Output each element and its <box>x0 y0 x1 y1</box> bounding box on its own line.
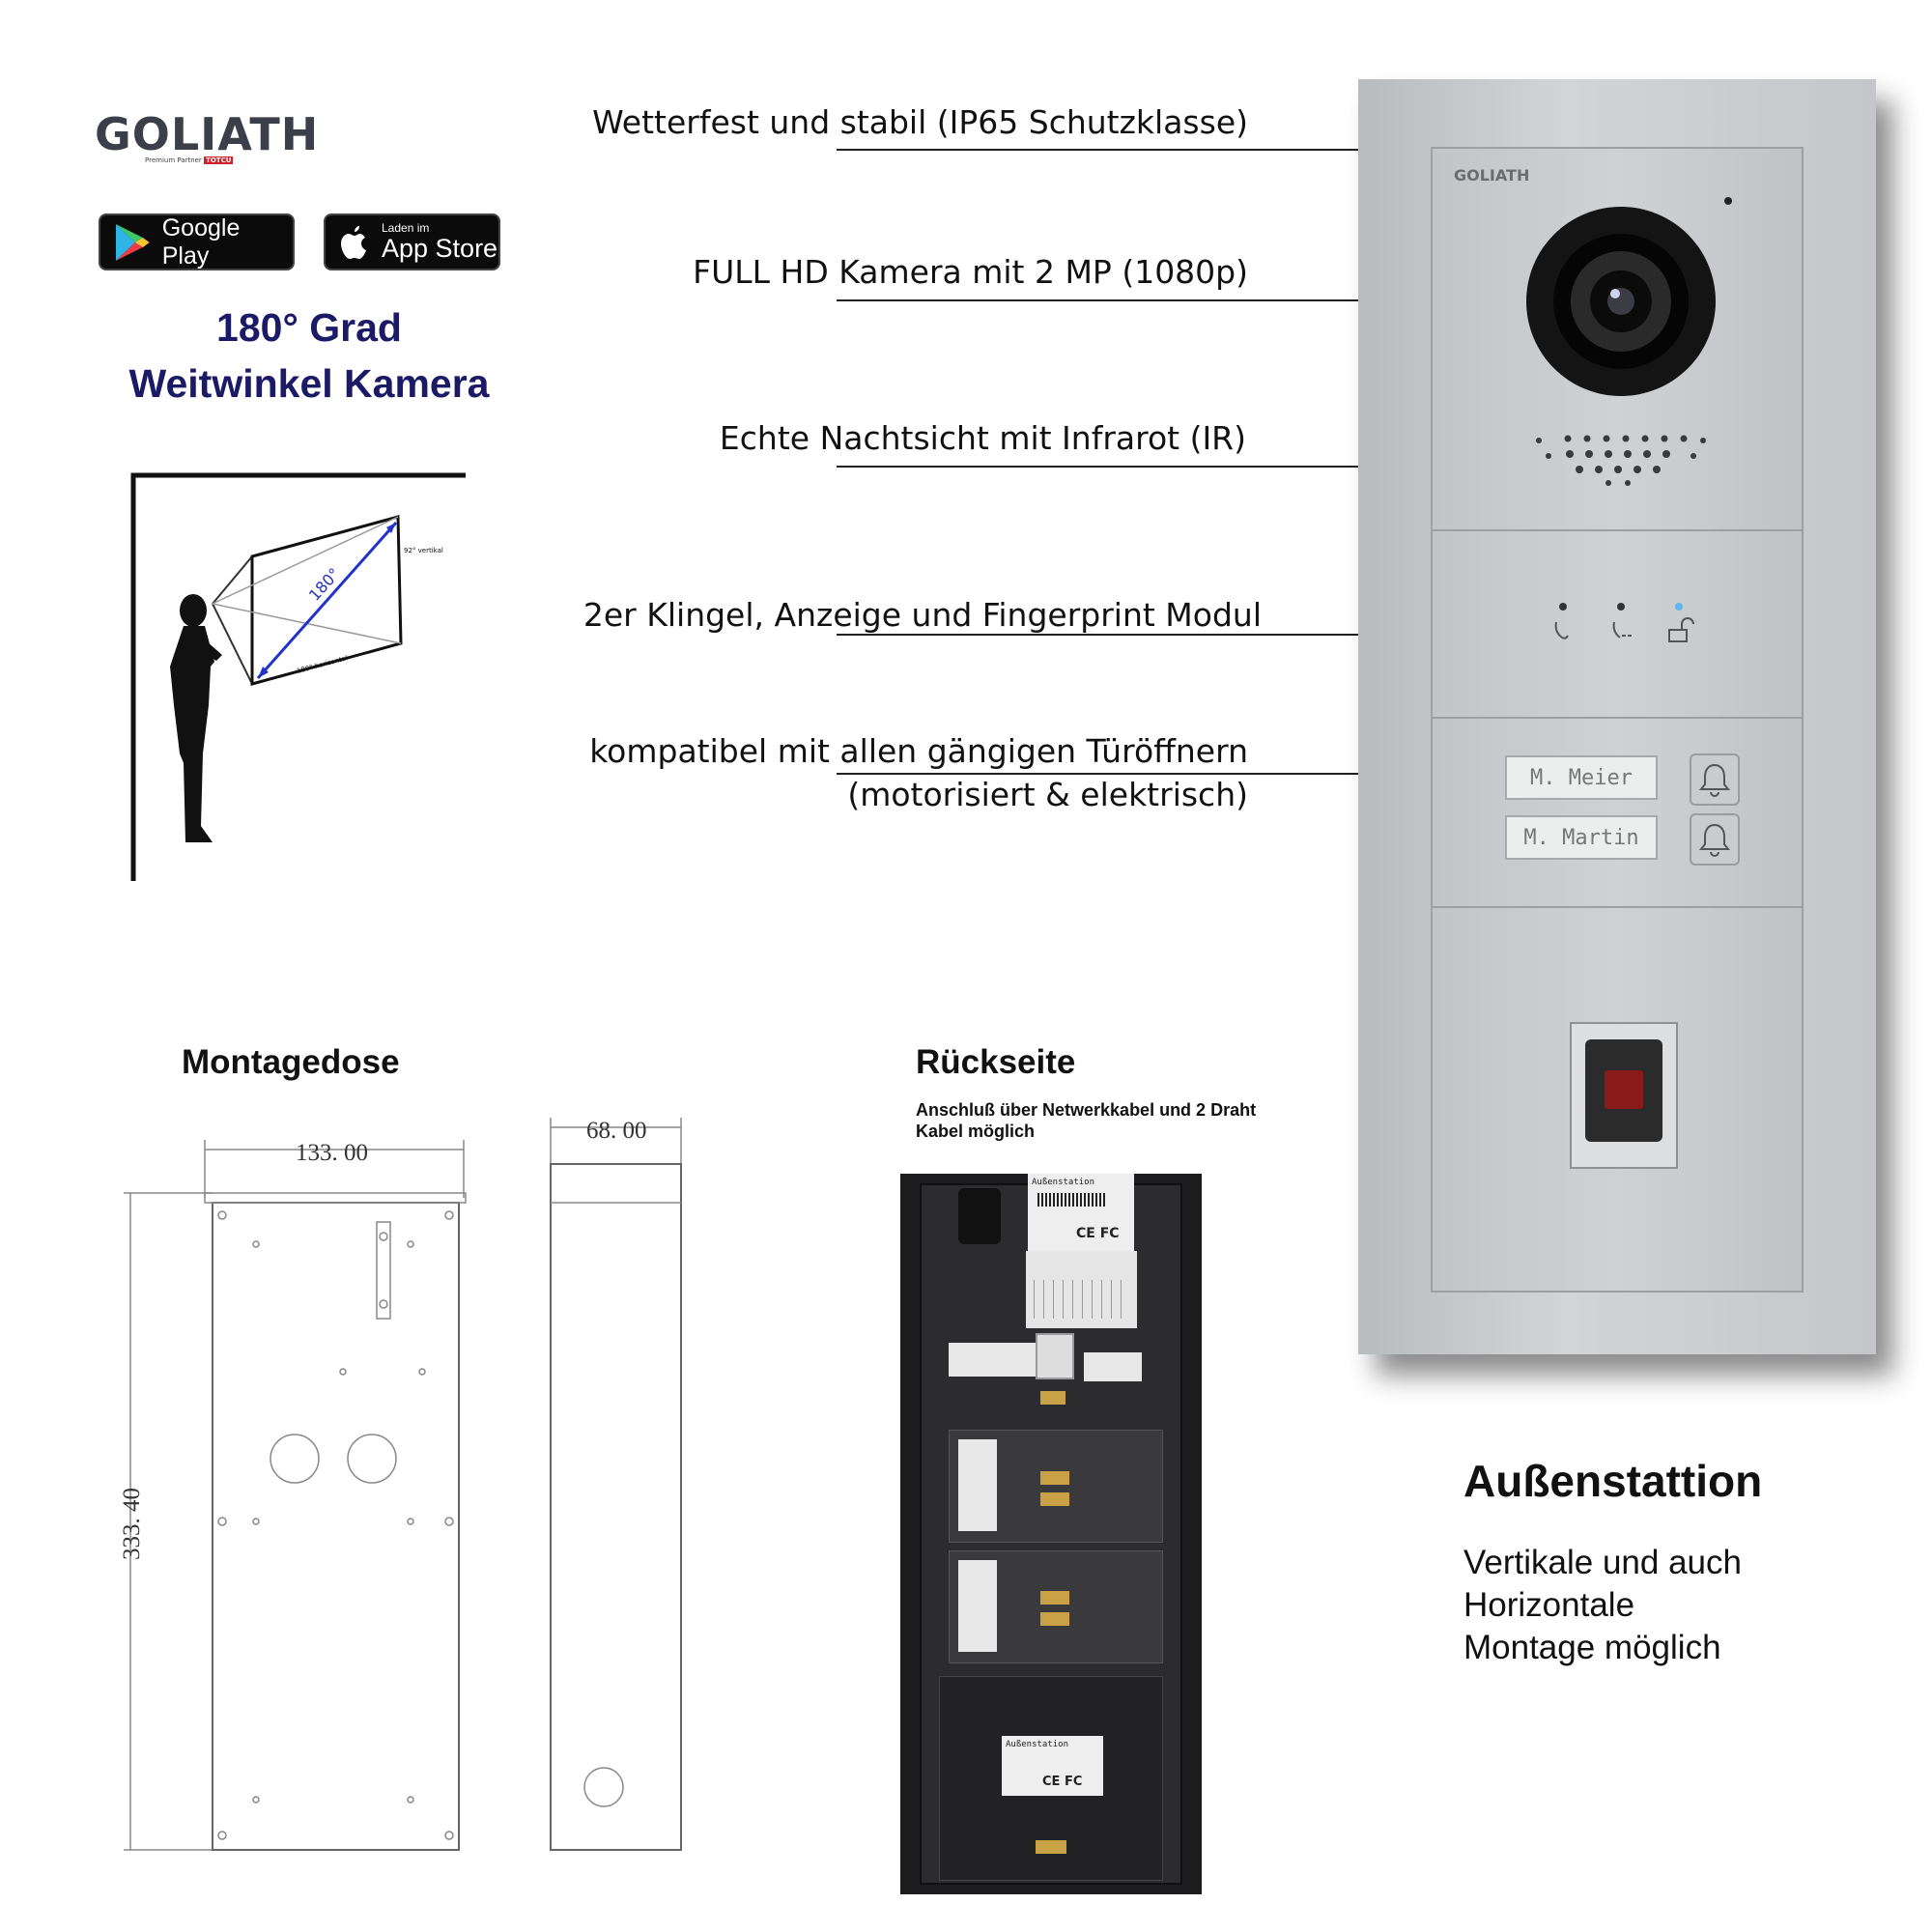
terminal-left <box>949 1343 1036 1377</box>
view-angle-diagram: 180° 92° vertikal 180° horizontal <box>130 472 466 881</box>
angle-label: 180° <box>305 564 344 604</box>
google-play-icon <box>115 223 150 261</box>
bell-icon <box>1698 763 1731 797</box>
wiring-label <box>1026 1251 1137 1328</box>
camera-module: GOLIATH <box>1431 147 1804 531</box>
montage-title: Montagedose <box>182 1043 400 1081</box>
rueckseite-photo: Außenstation CE FC Außenstation CE FC <box>900 1174 1202 1894</box>
apple-icon <box>341 225 366 259</box>
status-module <box>1431 529 1804 719</box>
montage-box-drawing: 133. 00 68. 00 333. 40 <box>119 1118 682 1851</box>
callout-line <box>837 466 1358 468</box>
montage-width-label: 133. 00 <box>296 1140 368 1166</box>
bell-button-meier[interactable] <box>1690 753 1740 806</box>
call-icon <box>1554 621 1569 639</box>
callout-line <box>837 299 1358 301</box>
headline-line2: Weitwinkel Kamera <box>128 361 490 406</box>
montage-depth-label: 68. 00 <box>586 1118 647 1144</box>
rueckseite-title: Rückseite <box>916 1043 1076 1081</box>
google-play-label: Google Play <box>161 213 241 270</box>
status-indicators <box>1554 603 1694 642</box>
view-cone <box>212 515 403 686</box>
horizontal-angle-label: 180° horizontal <box>296 654 348 675</box>
nameplate-module: M. Meier M. Martin <box>1431 717 1804 908</box>
rueckseite-note: Anschluß über Netwerkkabel und 2 Draht K… <box>916 1100 1257 1141</box>
headline: 180° Grad Weitwinkel Kamera <box>97 299 522 412</box>
aussen-body: Vertikale und auch Horizontale Montage m… <box>1463 1544 1742 1666</box>
feature-camera: FULL HD Kamera mit 2 MP (1080p) <box>693 253 1248 291</box>
montage-height-label: 333. 40 <box>119 1488 145 1560</box>
nameplate-martin: M. Martin <box>1505 815 1658 860</box>
terminal-right <box>1084 1352 1142 1381</box>
label-sticker: Außenstation CE FC <box>1028 1174 1134 1251</box>
unlock-icon <box>1668 629 1688 642</box>
feature-nightvision: Echte Nachtsicht mit Infrarot (IR) <box>719 419 1246 457</box>
brand-tagline: Premium Partner TOTCU <box>145 156 234 164</box>
headline-line1: 180° Grad <box>216 305 402 350</box>
bell-icon <box>1698 823 1731 857</box>
talk-icon <box>1612 621 1632 639</box>
label-sticker-bottom: Außenstation CE FC <box>1002 1736 1103 1796</box>
feature-weatherproof: Wetterfest und stabil (IP65 Schutzklasse… <box>592 103 1248 141</box>
fingerprint-reader[interactable] <box>1570 1022 1678 1169</box>
app-store-label: App Store <box>382 234 498 263</box>
light-sensor <box>1724 197 1732 205</box>
fingerprint-sensor-icon <box>1605 1070 1643 1109</box>
app-store-badge[interactable]: Laden im App Store <box>324 213 500 270</box>
callout-line <box>837 149 1358 151</box>
feature-compatible-sub: (motorisiert & elektrisch) <box>847 776 1248 813</box>
person-silhouette <box>170 594 222 842</box>
app-store-small-label: Laden im <box>382 221 430 235</box>
bell-button-martin[interactable] <box>1690 813 1740 866</box>
aussen-title: Außenstattion <box>1463 1456 1763 1506</box>
camera-lens-icon <box>1526 207 1716 396</box>
brand-logo: GOLIATH <box>95 108 320 160</box>
ethernet-port-icon[interactable] <box>1036 1333 1074 1379</box>
callout-line <box>837 773 1358 775</box>
speaker-grille-icon <box>1536 435 1706 486</box>
feature-compatible: kompatibel mit allen gängigen Türöffnern <box>589 732 1248 770</box>
google-play-badge[interactable]: Google Play <box>99 213 295 270</box>
door-station: GOLIATH <box>1358 79 1876 1354</box>
angle-arrow <box>256 522 398 679</box>
callout-line <box>837 634 1358 636</box>
vertical-angle-label: 92° vertikal <box>404 547 443 554</box>
nameplate-meier: M. Meier <box>1505 755 1658 800</box>
fingerprint-module <box>1431 906 1804 1293</box>
feature-modules: 2er Klingel, Anzeige und Fingerprint Mod… <box>582 596 1262 634</box>
station-brand: GOLIATH <box>1454 166 1530 185</box>
